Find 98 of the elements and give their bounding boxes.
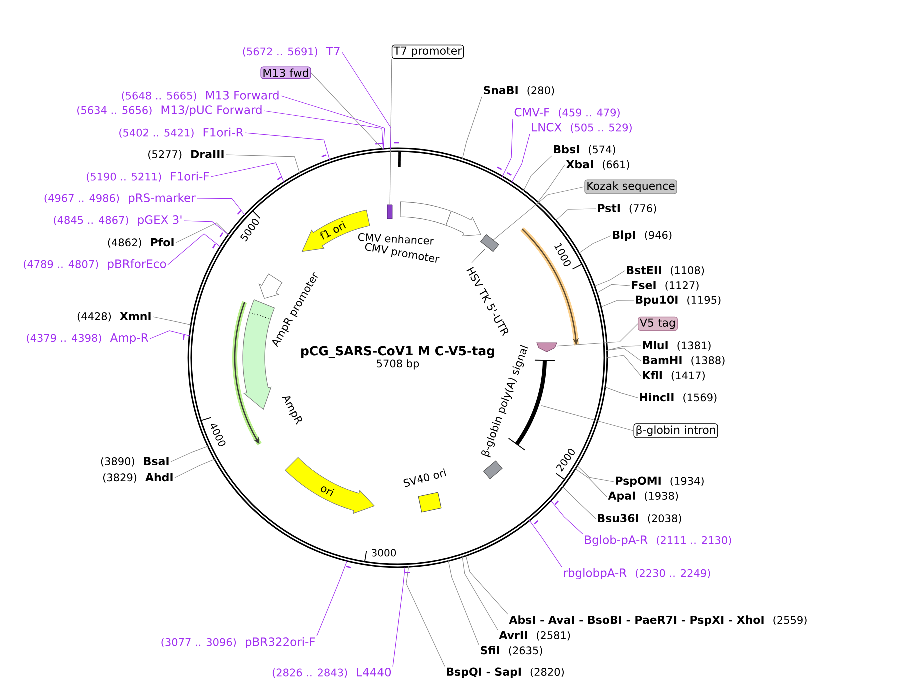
leader-line [280, 96, 386, 150]
leader-line [210, 162, 285, 184]
leader-line [537, 164, 566, 204]
site-label: PspOMI (1934) [616, 476, 704, 488]
leader-line [176, 222, 230, 244]
leader-line [511, 134, 530, 184]
leader-line [556, 324, 638, 347]
site-label: (3890) BsaI [101, 457, 169, 467]
site-label: (4428) XmnI [78, 312, 151, 322]
leader-line [502, 118, 514, 178]
primer-label: (4967 .. 4986) pRS-marker [44, 193, 196, 205]
leader-line [448, 560, 480, 646]
primer-label: (5190 .. 5211) F1ori-F [86, 172, 210, 182]
tick-label: 1000 [554, 243, 571, 266]
feature-name-box: V5 tag [638, 316, 678, 332]
leader-line [310, 72, 384, 150]
primer-label: rbglobpA-R (2230 .. 2249) [564, 568, 710, 580]
site-label: (3829) AhdI [103, 473, 173, 483]
leader-line [466, 555, 508, 615]
leader-line [576, 465, 614, 482]
leader-line [541, 405, 634, 432]
leader-line [152, 316, 192, 326]
feature-name-box: M13 fwd [260, 66, 312, 80]
feature-track [520, 227, 580, 346]
primer-label: (3077 .. 3096) pBR322ori-F [162, 637, 316, 649]
feature-label: SV40 ori [404, 468, 446, 488]
leader-line [226, 154, 300, 174]
tick-label: 4000 [210, 424, 226, 447]
leader-line [529, 520, 562, 568]
site-label: BspQI - SapI (2820) [447, 668, 564, 678]
leader-line [604, 386, 638, 398]
primer-label: (5634 .. 5656) M13/pUC Forward [78, 105, 262, 117]
leader-line [596, 284, 630, 294]
leader-line [168, 234, 222, 266]
leader-line [392, 566, 406, 668]
site-label: BlpI (946) [613, 230, 672, 242]
primer-label: LNCX (505 .. 529) [532, 123, 632, 133]
site-label: BstEII (1108) [627, 266, 704, 276]
site-label: Bpu10I (1195) [636, 296, 721, 306]
site-label: XbaI (661) [566, 160, 630, 170]
primer-label: (2826 .. 2843) L4440 [272, 668, 392, 678]
leader-line [606, 348, 642, 362]
site-label: KflI (1417) [643, 371, 705, 381]
primer-label: Bglob-pA-R (2111 .. 2130) [585, 535, 732, 547]
leader-line [574, 468, 608, 498]
site-label: MluI (1381) [643, 341, 711, 351]
primer-label: (4789 .. 4807) pBRforEco [24, 259, 166, 271]
leader-line [578, 236, 612, 254]
tick-label: 3000 [372, 549, 396, 557]
leader-line [550, 500, 584, 535]
leader-line [174, 458, 216, 478]
primer-label: (4845 .. 4867) pGEX 3' [54, 216, 182, 226]
leader-line [316, 560, 348, 637]
leader-line [390, 58, 392, 206]
leader-line [196, 198, 246, 216]
leader-line [406, 566, 446, 667]
site-label: (5277) DraIII [148, 150, 224, 160]
site-label: BbsI (574) [554, 145, 616, 155]
feature-label: ori [321, 486, 335, 497]
leader-line [606, 355, 642, 376]
leader-line [342, 52, 392, 150]
site-label: AbsI - AvaI - BsoBI - PaeR7I - PspXI - XhoI (2559) [509, 616, 807, 626]
site-label: AvrII (2581) [499, 631, 570, 641]
feature-name-box: T7 promoter [392, 44, 464, 60]
feature-block [536, 342, 558, 352]
leader-line [150, 330, 191, 340]
primer-label: (4379 .. 4398) Amp-R [27, 334, 148, 344]
feature-track [232, 301, 262, 446]
leader-line [244, 132, 330, 161]
site-label: FseI (1127) [632, 281, 699, 291]
feature-name-box: Kozak sequence [584, 180, 678, 194]
leader-line [555, 208, 596, 222]
site-label: Bsu36I (2038) [598, 514, 682, 524]
leader-line [600, 300, 634, 308]
site-label: SnaBI (280) [484, 86, 554, 96]
leader-line [462, 556, 498, 630]
site-label: (4862) PfoI [108, 238, 174, 248]
feature-label: f1 ori [320, 221, 346, 240]
leader-line [184, 220, 230, 236]
primer-label: (5402 .. 5421) F1ori-R [120, 128, 244, 138]
site-label: HincII (1569) [640, 393, 717, 403]
site-label: BamHI (1388) [643, 356, 725, 366]
leader-line [264, 110, 384, 150]
leader-line [170, 446, 210, 462]
site-label: SfiI (2635) [481, 646, 542, 656]
feature-name-box: β-globin intron [634, 424, 718, 438]
leader-line [594, 270, 626, 287]
site-label: PstI (776) [598, 204, 656, 214]
primer-label: CMV-F (459 .. 479) [514, 108, 620, 118]
feature-box [387, 204, 393, 220]
primer-label: (5648 .. 5665) M13 Forward [122, 90, 279, 102]
primer-label: (5672 .. 5691) T7 [243, 47, 340, 57]
leader-line [523, 156, 552, 192]
leader-line [606, 346, 642, 352]
site-label: ApaI (1938) [608, 492, 678, 502]
leader-line [493, 186, 585, 240]
leader-line [462, 96, 482, 160]
leader-line [562, 486, 596, 520]
